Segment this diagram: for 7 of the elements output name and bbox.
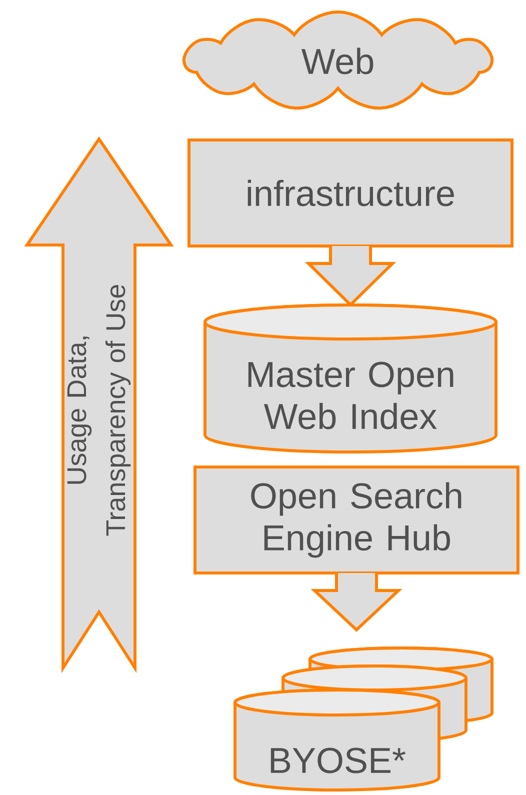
process-box: infrastructure	[188, 138, 514, 248]
block-arrow	[310, 572, 402, 632]
cloud: Web	[182, 10, 494, 110]
database-cylinder: Master Open Web Index	[204, 304, 498, 454]
database-cylinder: BYOSE*	[234, 688, 440, 792]
process-box: Open Search Engine Hub	[194, 466, 520, 574]
block-arrow	[304, 244, 396, 307]
